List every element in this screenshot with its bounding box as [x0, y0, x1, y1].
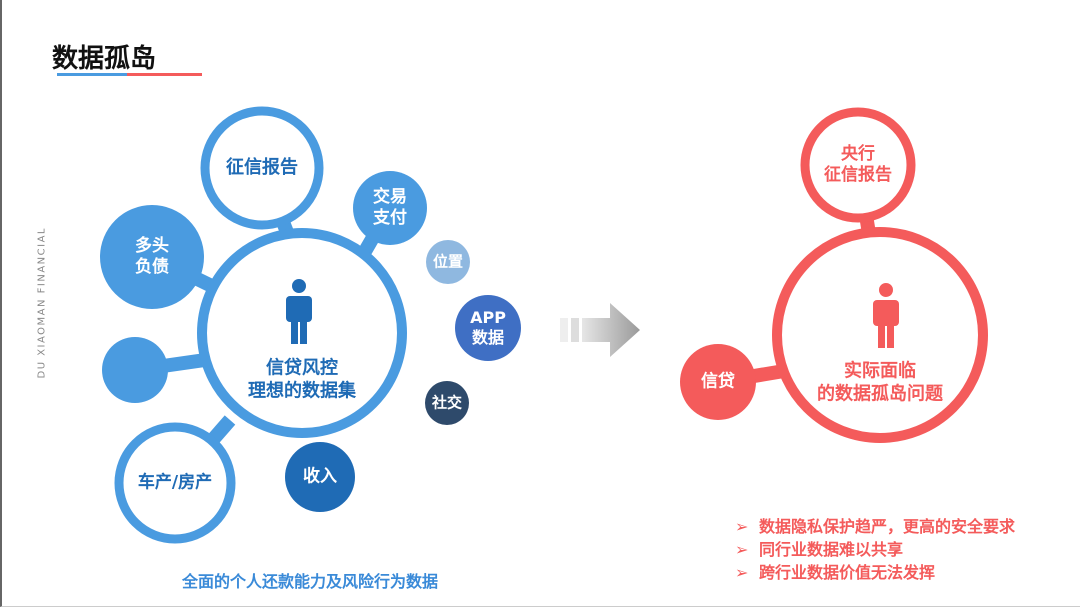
issue-item: ➢同行业数据难以共享 — [735, 540, 904, 559]
label-loan: 信贷 — [701, 371, 735, 392]
node-trade — [353, 171, 427, 245]
label-assets: 车产/房产 — [137, 472, 213, 493]
label-app: APP 数据 — [470, 308, 506, 347]
arrow-icon — [560, 303, 640, 357]
issue-item: ➢跨行业数据价值无法发挥 — [735, 563, 936, 582]
label-trade: 交易 支付 — [373, 186, 407, 228]
node-social — [425, 381, 469, 425]
issue-list: ➢数据隐私保护趋严，更高的安全要求 ➢同行业数据难以共享 ➢跨行业数据价值无法发… — [735, 515, 1015, 584]
issue-item: ➢数据隐私保护趋严，更高的安全要求 — [735, 517, 1016, 536]
left-caption: 全面的个人还款能力及风险行为数据 — [181, 572, 439, 591]
center-label-left: 信贷风控 理想的数据集 — [248, 357, 356, 402]
label-income: 收入 — [303, 466, 337, 487]
node-blank — [102, 337, 168, 403]
title-underline-blue — [57, 73, 127, 76]
label-multi-debt: 多头 负债 — [135, 235, 169, 277]
page-title: 数据孤岛 — [52, 44, 157, 74]
label-central-bank: 央行 征信报告 — [824, 143, 892, 185]
node-location — [426, 240, 470, 284]
person-icon — [286, 279, 312, 344]
title-underline-red — [127, 73, 202, 76]
bullet-arrow-icon: ➢ — [735, 540, 749, 559]
center-label-right: 实际面临 的数据孤岛问题 — [817, 360, 943, 405]
person-icon-red — [873, 283, 899, 348]
label-credit-report: 征信报告 — [226, 156, 298, 178]
node-app — [455, 295, 521, 361]
bullet-arrow-icon: ➢ — [735, 517, 749, 536]
node-loan — [680, 344, 756, 420]
node-multi-debt — [100, 205, 204, 309]
node-assets — [114, 422, 236, 544]
label-social: 社交 — [431, 393, 463, 412]
node-central-bank — [800, 107, 916, 223]
label-location: 位置 — [432, 252, 464, 271]
node-credit-report — [200, 106, 324, 230]
node-income — [285, 442, 355, 512]
bullet-arrow-icon: ➢ — [735, 563, 749, 582]
